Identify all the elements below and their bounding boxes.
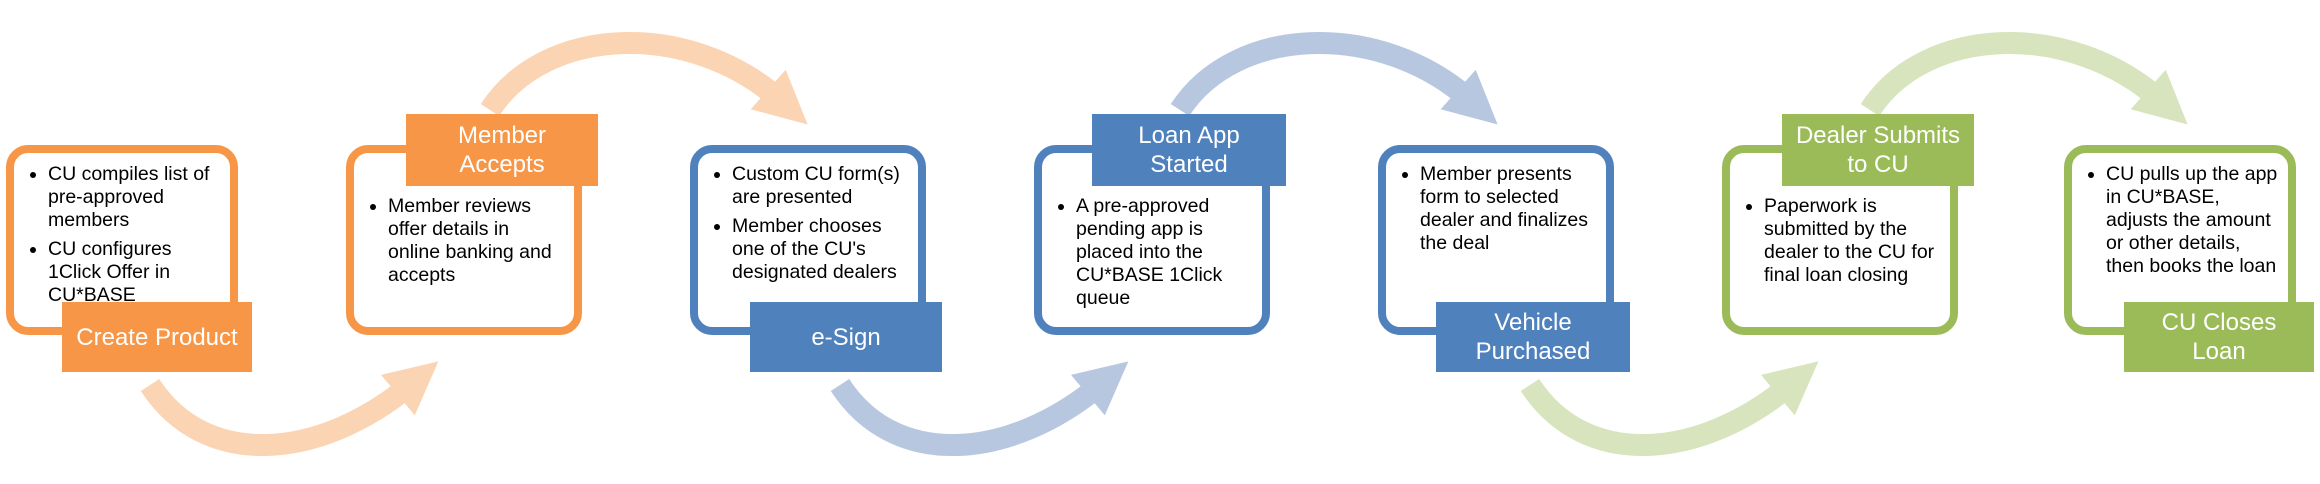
step-loan-app-started-label: Loan App Started bbox=[1092, 114, 1286, 186]
bullet-item: Custom CU form(s) are presented bbox=[732, 163, 910, 209]
step-e-sign-bullets: Custom CU form(s) are presented Member c… bbox=[704, 163, 910, 284]
bullet-item: CU compiles list of pre-approved members bbox=[48, 163, 222, 232]
connector-arrow-dealer-submits-to-cu-closes-loan bbox=[1860, 32, 2188, 125]
connector-arrow-e-sign-to-loan-app-started bbox=[830, 361, 1129, 457]
step-vehicle-purchased-label: Vehicle Purchased bbox=[1436, 302, 1630, 372]
step-member-accepts-label: Member Accepts bbox=[406, 114, 598, 186]
connector-arrow-vehicle-purchased-to-dealer-submits bbox=[1520, 361, 1819, 457]
step-cu-closes-loan-bullets: CU pulls up the app in CU*BASE, adjusts … bbox=[2078, 163, 2280, 278]
bullet-item: Paperwork is submitted by the dealer to … bbox=[1764, 195, 1942, 287]
bullet-item: CU pulls up the app in CU*BASE, adjusts … bbox=[2106, 163, 2280, 278]
connector-arrow-create-product-to-member-accepts bbox=[140, 361, 439, 457]
bullet-item: CU configures 1Click Offer in CU*BASE bbox=[48, 238, 222, 307]
connector-arrow-member-accepts-to-e-sign bbox=[480, 32, 808, 125]
bullet-item: Member presents form to selected dealer … bbox=[1420, 163, 1598, 255]
step-create-product-bullets: CU compiles list of pre-approved members… bbox=[20, 163, 222, 307]
bullet-item: Member reviews offer details in online b… bbox=[388, 195, 566, 287]
step-loan-app-started-bullets: A pre-approved pending app is placed int… bbox=[1048, 195, 1254, 310]
step-member-accepts-bullets: Member reviews offer details in online b… bbox=[360, 195, 566, 287]
bullet-item: A pre-approved pending app is placed int… bbox=[1076, 195, 1254, 310]
step-vehicle-purchased-bullets: Member presents form to selected dealer … bbox=[1392, 163, 1598, 255]
connector-arrow-loan-app-started-to-vehicle-purchased bbox=[1170, 32, 1498, 125]
step-cu-closes-loan-label: CU Closes Loan bbox=[2124, 302, 2314, 372]
bullet-item: Member chooses one of the CU's designate… bbox=[732, 215, 910, 284]
step-e-sign-label: e-Sign bbox=[750, 302, 942, 372]
step-dealer-submits-bullets: Paperwork is submitted by the dealer to … bbox=[1736, 195, 1942, 287]
step-create-product-label: Create Product bbox=[62, 302, 252, 372]
step-dealer-submits-label: Dealer Submits to CU bbox=[1782, 114, 1974, 186]
